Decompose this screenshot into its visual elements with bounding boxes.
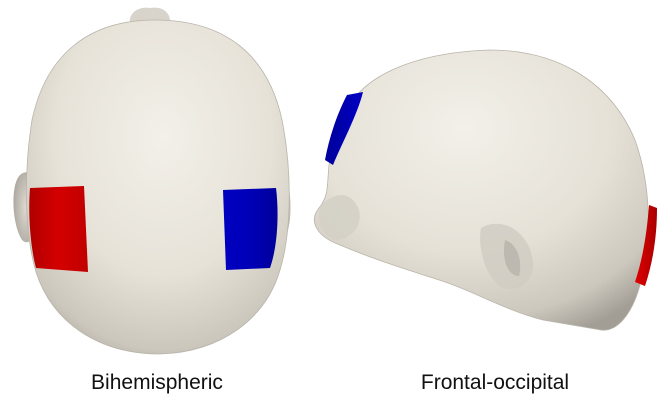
caption-bihemispheric: Bihemispheric (32, 370, 282, 396)
head-side-view (305, 0, 664, 365)
caption-frontal-occipital: Frontal-occipital (370, 370, 620, 396)
electrode-left-red (29, 186, 88, 272)
electrode-right-blue (223, 188, 278, 270)
head-top-view (0, 0, 320, 365)
scalp-side (314, 50, 648, 330)
